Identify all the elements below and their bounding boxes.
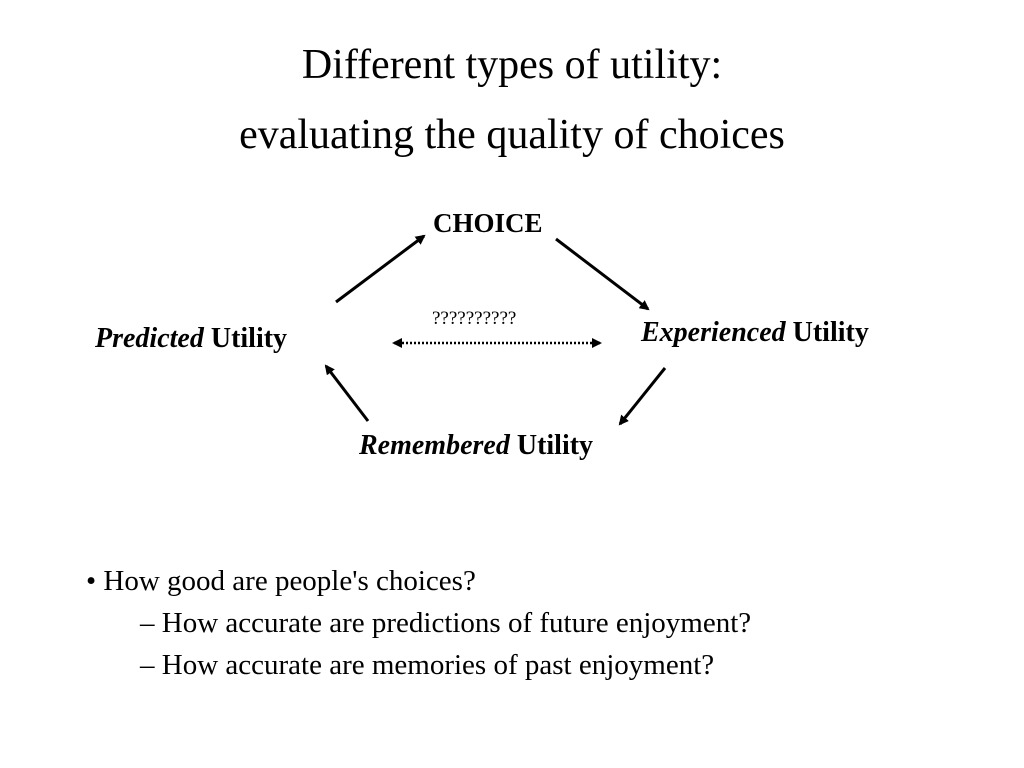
node-predicted-emphasis: Predicted <box>95 323 204 354</box>
arrow-remembered-to-predicted <box>324 364 370 422</box>
bullet-list: • How good are people's choices? – How a… <box>86 560 751 686</box>
node-experienced-utility: Experienced Utility <box>641 319 869 347</box>
bullet-main: • How good are people's choices? <box>86 565 476 597</box>
bullet-sub-memories: – How accurate are memories of past enjo… <box>140 649 715 681</box>
bullet-sub-predictions: – How accurate are predictions of future… <box>140 607 752 639</box>
arrow-choice-to-experienced <box>555 237 650 311</box>
arrow-experienced-to-remembered <box>618 367 667 426</box>
node-predicted-utility: Predicted Utility <box>95 325 287 353</box>
node-predicted-rest: Utility <box>203 323 288 354</box>
arrow-predicted-to-choice <box>335 234 426 304</box>
node-experienced-rest: Utility <box>785 317 869 348</box>
node-choice: CHOICE <box>433 208 543 238</box>
slide-title-line-2: evaluating the quality of choices <box>239 112 785 158</box>
node-experienced-emphasis: Experienced <box>641 317 786 348</box>
node-remembered-utility: Remembered Utility <box>359 432 593 460</box>
link-question-label: ?????????? <box>432 308 517 329</box>
slide-title-line-1: Different types of utility: <box>301 42 723 88</box>
node-remembered-emphasis: Remembered <box>359 430 510 461</box>
node-remembered-rest: Utility <box>509 430 594 461</box>
